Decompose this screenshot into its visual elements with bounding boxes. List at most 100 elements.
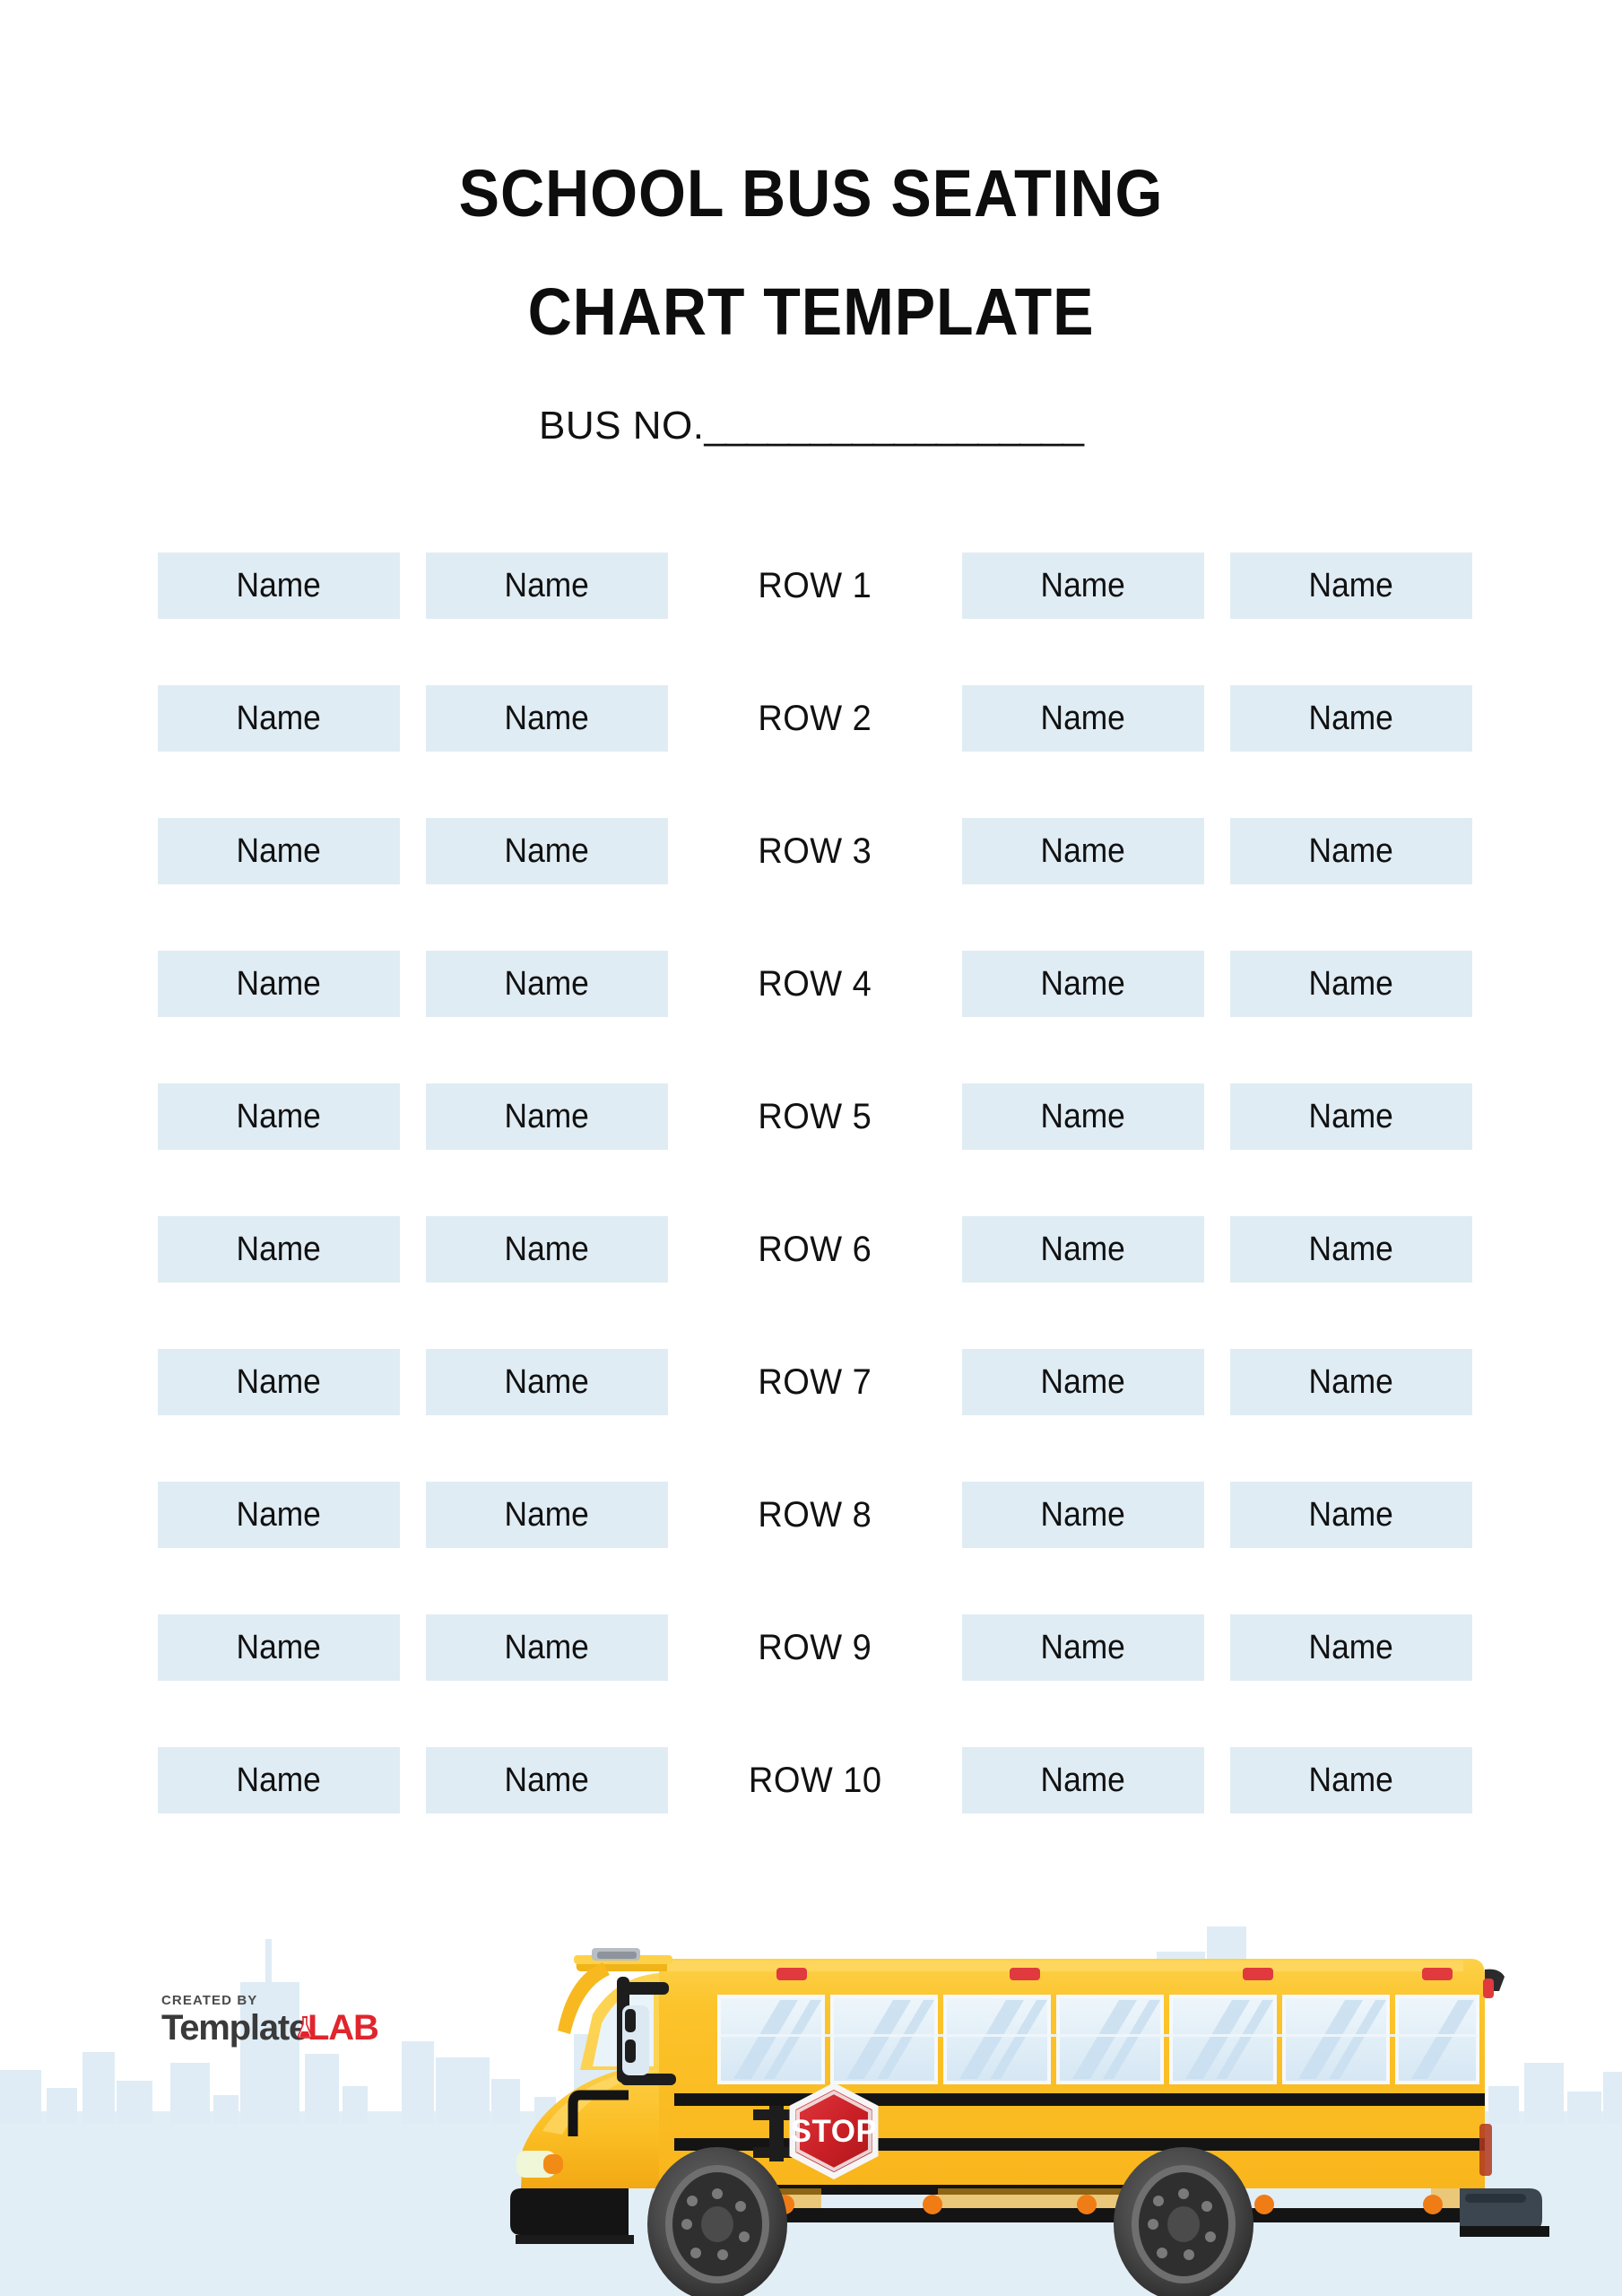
bus-mirror — [558, 1962, 676, 2085]
seat-cell-right-2[interactable]: Name — [1230, 1349, 1472, 1415]
seat-cell-left-2[interactable]: Name — [426, 552, 668, 619]
row-label-cell: ROW 5 — [694, 1083, 936, 1150]
seat-name-placeholder: Name — [1040, 1230, 1126, 1268]
seat-cell-left-2[interactable]: Name — [426, 1747, 668, 1813]
seat-cell-left-1[interactable]: Name — [158, 1216, 400, 1283]
logo-word-lab: LAB — [308, 2008, 379, 2048]
seat-cell-right-2[interactable]: Name — [1230, 1482, 1472, 1548]
seat-cell-left-2[interactable]: Name — [426, 1614, 668, 1681]
seat-cell-right-1[interactable]: Name — [962, 685, 1204, 752]
seat-cell-left-1[interactable]: Name — [158, 1349, 400, 1415]
seat-name-placeholder: Name — [236, 964, 322, 1003]
page-title-line-1: SCHOOL BUS SEATING — [458, 156, 1164, 230]
row-label: ROW 3 — [758, 831, 872, 871]
seat-cell-left-1[interactable]: Name — [158, 685, 400, 752]
seat-cell-right-1[interactable]: Name — [962, 1216, 1204, 1283]
bus-windows — [717, 1995, 1479, 2084]
row-label: ROW 1 — [758, 565, 872, 605]
seat-cell-left-2[interactable]: Name — [426, 1482, 668, 1548]
seat-name-placeholder: Name — [504, 1495, 590, 1534]
bus-stop-sign: STOP — [753, 2083, 879, 2179]
seat-name-placeholder: Name — [504, 1628, 590, 1666]
seat-cell-right-1[interactable]: Name — [962, 1349, 1204, 1415]
flask-icon — [297, 2016, 313, 2039]
logo-wordmark: TemplateLAB — [161, 2008, 379, 2048]
row-label-cell: ROW 7 — [694, 1349, 936, 1415]
seat-cell-right-2[interactable]: Name — [1230, 1614, 1472, 1681]
seat-cell-left-2[interactable]: Name — [426, 685, 668, 752]
row-label-cell: ROW 2 — [694, 685, 936, 752]
seat-name-placeholder: Name — [504, 831, 590, 870]
seat-cell-left-2[interactable]: Name — [426, 1083, 668, 1150]
bus-front-wheel — [647, 2147, 787, 2296]
seat-name-placeholder: Name — [1308, 1097, 1394, 1135]
seat-cell-right-1[interactable]: Name — [962, 552, 1204, 619]
row-label-cell: ROW 4 — [694, 951, 936, 1017]
seat-name-placeholder: Name — [1040, 1097, 1126, 1135]
seat-cell-right-2[interactable]: Name — [1230, 685, 1472, 752]
seat-name-placeholder: Name — [1040, 566, 1126, 604]
row-label-cell: ROW 8 — [694, 1482, 936, 1548]
page-title: SCHOOL BUS SEATING CHART TEMPLATE — [0, 135, 1622, 371]
seat-name-placeholder: Name — [504, 566, 590, 604]
seat-cell-right-2[interactable]: Name — [1230, 951, 1472, 1017]
seat-name-placeholder: Name — [1040, 1495, 1126, 1534]
seat-row: Name Name ROW 8 Name Name — [158, 1482, 1472, 1548]
seat-cell-right-1[interactable]: Name — [962, 1083, 1204, 1150]
row-label: ROW 2 — [758, 698, 872, 738]
seat-cell-left-1[interactable]: Name — [158, 1747, 400, 1813]
bus-rear-bumper — [1460, 1969, 1549, 2237]
seat-name-placeholder: Name — [504, 1362, 590, 1401]
seat-name-placeholder: Name — [236, 1495, 322, 1534]
row-label: ROW 5 — [758, 1096, 872, 1136]
seat-cell-left-1[interactable]: Name — [158, 818, 400, 884]
seat-cell-left-1[interactable]: Name — [158, 951, 400, 1017]
seat-name-placeholder: Name — [1040, 1628, 1126, 1666]
row-label-cell: ROW 1 — [694, 552, 936, 619]
bus-roof-lights — [776, 1968, 1453, 1980]
seat-cell-left-2[interactable]: Name — [426, 818, 668, 884]
seat-name-placeholder: Name — [236, 699, 322, 737]
seat-cell-left-1[interactable]: Name — [158, 1083, 400, 1150]
seat-cell-right-2[interactable]: Name — [1230, 1216, 1472, 1283]
seat-cell-left-2[interactable]: Name — [426, 951, 668, 1017]
seat-cell-left-2[interactable]: Name — [426, 1216, 668, 1283]
row-label: ROW 9 — [758, 1627, 872, 1667]
bus-number-field[interactable]: BUS NO.__________________ — [0, 404, 1622, 448]
logo-created-by-text: CREATED BY — [161, 1993, 258, 2008]
row-label: ROW 6 — [758, 1229, 872, 1269]
seat-name-placeholder: Name — [236, 831, 322, 870]
footer-illustration: STOP — [0, 1919, 1622, 2296]
bus-number-label: BUS NO. — [539, 404, 705, 448]
seat-row: Name Name ROW 2 Name Name — [158, 685, 1472, 752]
seat-cell-left-2[interactable]: Name — [426, 1349, 668, 1415]
seat-name-placeholder: Name — [236, 1761, 322, 1799]
seat-name-placeholder: Name — [236, 1628, 322, 1666]
seat-cell-right-2[interactable]: Name — [1230, 1083, 1472, 1150]
seat-cell-right-1[interactable]: Name — [962, 1614, 1204, 1681]
seat-cell-left-1[interactable]: Name — [158, 1482, 400, 1548]
seat-cell-right-1[interactable]: Name — [962, 1482, 1204, 1548]
logo-word-template: Template — [161, 2008, 308, 2048]
seat-cell-right-1[interactable]: Name — [962, 818, 1204, 884]
seat-name-placeholder: Name — [504, 964, 590, 1003]
seat-cell-right-2[interactable]: Name — [1230, 1747, 1472, 1813]
stop-sign-text: STOP — [791, 2114, 878, 2149]
seat-row: Name Name ROW 7 Name Name — [158, 1349, 1472, 1415]
seat-name-placeholder: Name — [1308, 1362, 1394, 1401]
seat-cell-left-1[interactable]: Name — [158, 552, 400, 619]
seat-cell-right-2[interactable]: Name — [1230, 818, 1472, 884]
seat-cell-right-1[interactable]: Name — [962, 1747, 1204, 1813]
seat-name-placeholder: Name — [1308, 1628, 1394, 1666]
row-label: ROW 8 — [758, 1494, 872, 1535]
seat-name-placeholder: Name — [1040, 699, 1126, 737]
row-label-cell: ROW 9 — [694, 1614, 936, 1681]
seat-cell-left-1[interactable]: Name — [158, 1614, 400, 1681]
seat-cell-right-1[interactable]: Name — [962, 951, 1204, 1017]
seat-name-placeholder: Name — [1308, 1230, 1394, 1268]
seat-name-placeholder: Name — [1308, 566, 1394, 604]
seat-cell-right-2[interactable]: Name — [1230, 552, 1472, 619]
bus-number-blank[interactable]: __________________ — [704, 404, 1083, 448]
